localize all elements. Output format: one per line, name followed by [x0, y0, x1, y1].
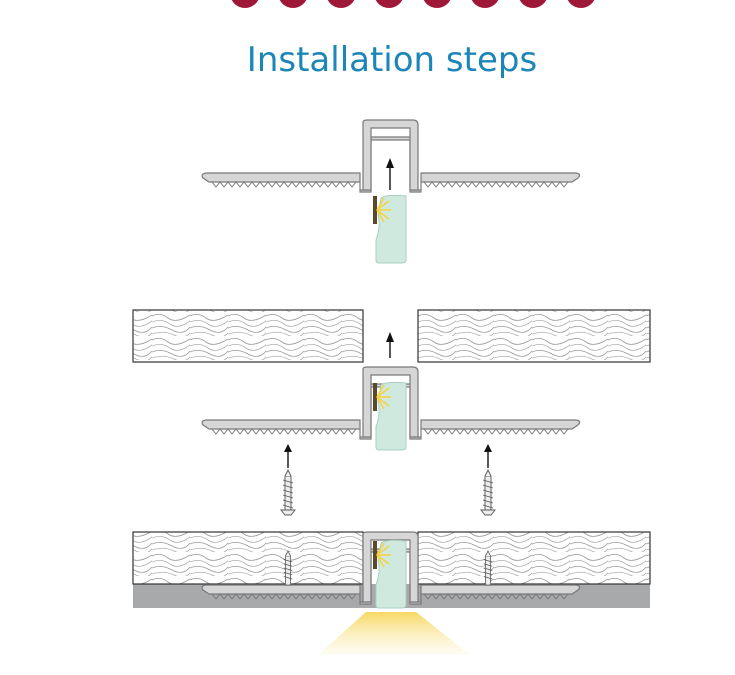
screw-icon [280, 443, 296, 516]
led-diffuser [372, 381, 407, 451]
light-beam [318, 612, 470, 655]
panel-arrow-icon [386, 332, 394, 358]
channel-profile [201, 119, 581, 193]
ceiling-panel-right [417, 531, 651, 585]
screw-installed-icon [283, 550, 293, 586]
page-title: Installation steps [246, 40, 538, 80]
screw-installed-icon [483, 550, 493, 586]
ceiling-panel-left [132, 531, 364, 585]
step-3-group [132, 531, 651, 655]
insert-arrow-icon [386, 158, 394, 190]
header-graphic-clip [230, 0, 640, 8]
led-diffuser [372, 194, 407, 264]
screw-icon [480, 443, 496, 516]
step-1-group [201, 119, 581, 264]
step-2-group [132, 309, 651, 516]
ceiling-panel-right [417, 309, 651, 363]
ceiling-panel-left [132, 309, 364, 363]
